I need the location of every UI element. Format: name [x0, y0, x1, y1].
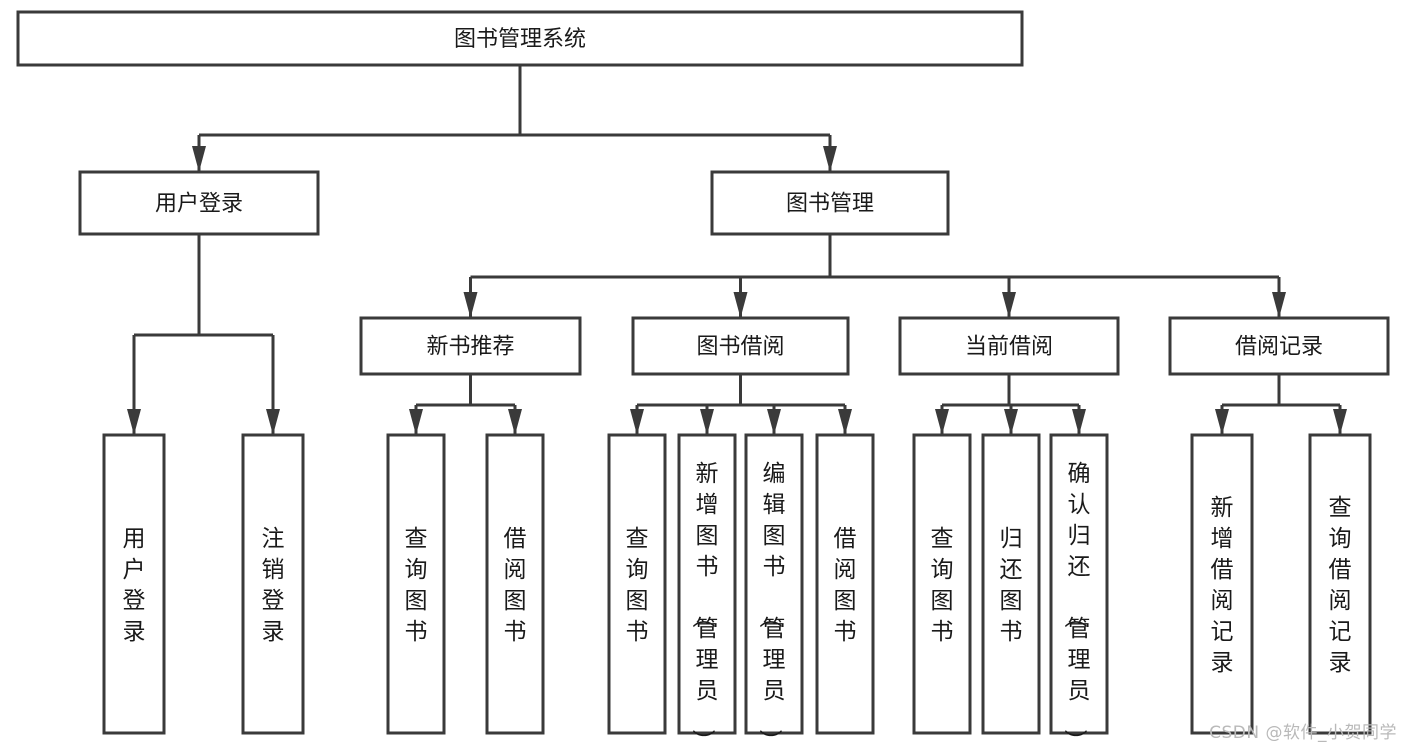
node-leaf-4-查询图书[interactable]: 查询图书	[607, 433, 667, 735]
node-leaf-8-查询图书[interactable]: 查询图书	[912, 433, 972, 735]
node-label: 借阅图书	[834, 526, 857, 645]
node-rect	[359, 316, 582, 376]
node-leaf-2-查询图书[interactable]: 查询图书	[386, 433, 446, 735]
node-rect	[912, 433, 972, 735]
node-leaf-6-编辑图书管理员[interactable]: 编辑图书（管理员）	[744, 433, 804, 747]
node-leaf-11-新增借阅记录[interactable]: 新增借阅记录	[1190, 433, 1254, 735]
arrow-head-icon	[508, 409, 522, 435]
arrow-head-icon	[935, 409, 949, 435]
arrow-head-icon	[1272, 292, 1286, 318]
node-label: 借阅图书	[504, 526, 527, 645]
arrow-head-icon	[463, 292, 478, 318]
node-level2-用户登录[interactable]: 用户登录	[78, 170, 320, 236]
arrow-head-icon	[630, 409, 644, 435]
node-label: 查询图书	[931, 526, 954, 645]
node-rect	[386, 433, 446, 735]
node-level2-图书管理[interactable]: 图书管理	[710, 170, 950, 236]
node-label: 借阅记录	[1235, 335, 1323, 360]
node-root-图书管理系统[interactable]: 图书管理系统	[16, 10, 1024, 67]
node-rect	[102, 433, 166, 735]
arrow-head-icon	[1072, 409, 1086, 435]
node-level3-图书借阅[interactable]: 图书借阅	[631, 316, 850, 376]
node-rect	[607, 433, 667, 735]
node-rect	[898, 316, 1120, 376]
arrow-head-icon	[823, 146, 837, 172]
node-label: 新增借阅记录	[1211, 495, 1234, 676]
node-leaf-5-新增图书管理员[interactable]: 新增图书（管理员）	[677, 433, 737, 747]
node-rect	[485, 433, 545, 735]
node-label: 新增图书（管理员）	[690, 461, 719, 747]
node-leaf-10-确认归还管理员[interactable]: 确认归还（管理员）	[1049, 433, 1109, 747]
arrow-head-icon	[266, 409, 280, 435]
arrow-head-icon	[409, 409, 423, 435]
arrow-head-icon	[733, 292, 748, 318]
node-rect	[16, 10, 1024, 67]
node-label: 当前借阅	[965, 335, 1053, 360]
arrow-head-icon	[1004, 409, 1018, 435]
node-level3-当前借阅[interactable]: 当前借阅	[898, 316, 1120, 376]
node-label: 新书推荐	[426, 335, 514, 360]
node-label: 图书管理系统	[454, 27, 586, 52]
arrow-head-icon	[1002, 292, 1016, 318]
node-rect	[981, 433, 1041, 735]
node-rect	[241, 433, 305, 735]
node-layer: 图书管理系统用户登录图书管理新书推荐图书借阅当前借阅借阅记录用户登录注销登录查询…	[16, 10, 1390, 747]
node-label: 编辑图书（管理员）	[757, 461, 786, 747]
node-leaf-1-注销登录[interactable]: 注销登录	[241, 433, 305, 735]
node-rect	[1049, 433, 1109, 735]
node-label: 查询图书	[626, 526, 649, 645]
node-leaf-9-归还图书[interactable]: 归还图书	[981, 433, 1041, 735]
arrow-head-icon	[192, 146, 206, 172]
node-label: 注销登录	[262, 526, 285, 645]
node-rect	[1308, 433, 1372, 735]
node-label: 用户登录	[123, 526, 146, 645]
arrow-head-icon	[127, 409, 141, 435]
node-label: 用户登录	[155, 192, 243, 217]
node-label: 查询图书	[405, 526, 428, 645]
node-rect	[710, 170, 950, 236]
node-rect	[815, 433, 875, 735]
node-leaf-3-借阅图书[interactable]: 借阅图书	[485, 433, 545, 735]
node-rect	[1190, 433, 1254, 735]
node-level3-新书推荐[interactable]: 新书推荐	[359, 316, 582, 376]
arrow-head-icon	[767, 409, 781, 435]
node-level3-借阅记录[interactable]: 借阅记录	[1168, 316, 1390, 376]
connector-layer	[127, 65, 1347, 435]
node-rect	[1168, 316, 1390, 376]
node-label: 归还图书	[1000, 526, 1023, 645]
arrow-head-icon	[700, 409, 714, 435]
node-rect	[744, 433, 804, 735]
node-rect	[677, 433, 737, 735]
csdn-watermark: CSDN @软件_小贺同学	[1209, 723, 1397, 743]
node-leaf-12-查询借阅记录[interactable]: 查询借阅记录	[1308, 433, 1372, 735]
node-label: 图书管理	[786, 192, 874, 217]
node-label: 确认归还（管理员）	[1062, 461, 1091, 747]
node-label: 查询借阅记录	[1329, 495, 1352, 676]
node-leaf-0-用户登录[interactable]: 用户登录	[102, 433, 166, 735]
node-leaf-7-借阅图书[interactable]: 借阅图书	[815, 433, 875, 735]
node-label: 图书借阅	[696, 335, 784, 360]
arrow-head-icon	[838, 409, 852, 435]
node-rect	[78, 170, 320, 236]
arrow-head-icon	[1333, 409, 1347, 435]
node-rect	[631, 316, 850, 376]
arrow-head-icon	[1215, 409, 1229, 435]
